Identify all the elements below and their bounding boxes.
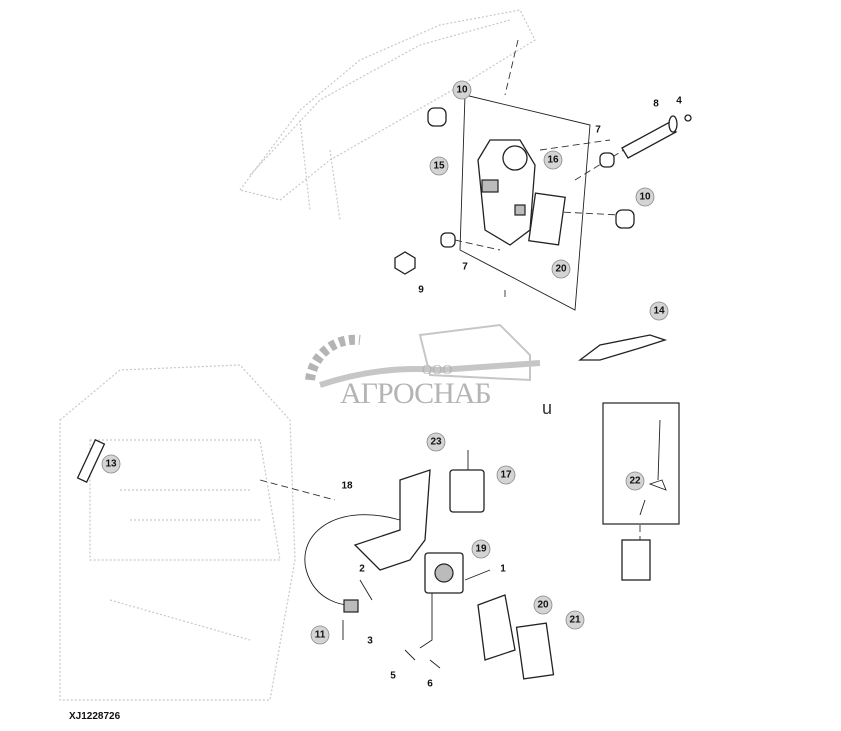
callout-bubble bbox=[310, 625, 330, 645]
callout-bubble bbox=[543, 150, 563, 170]
antenna-part bbox=[639, 419, 667, 516]
callout-bubble bbox=[533, 595, 553, 615]
callout-5: 5 bbox=[390, 671, 396, 682]
connector bbox=[343, 599, 359, 613]
callout-label: 3 bbox=[367, 636, 373, 647]
callout-label: 18 bbox=[341, 481, 353, 492]
callout-label: 10 bbox=[456, 85, 468, 96]
gear-combine-icon bbox=[305, 323, 541, 388]
callout-label: 15 bbox=[433, 161, 445, 172]
ghost-cab bbox=[59, 364, 296, 701]
callout-label: 7 bbox=[595, 125, 601, 136]
watermark-suffix: u bbox=[542, 398, 553, 418]
cover-20 bbox=[477, 594, 516, 661]
callout-11: 11 bbox=[310, 625, 330, 645]
callout-bubble bbox=[649, 301, 669, 321]
callout-label: 6 bbox=[427, 679, 433, 690]
callout-label: 5 bbox=[390, 671, 396, 682]
mounting-bracket bbox=[477, 139, 566, 246]
bushing-parts bbox=[394, 107, 635, 275]
callout-bubble bbox=[496, 465, 516, 485]
decal-part bbox=[76, 438, 106, 484]
watermark-prefix: ООО bbox=[422, 363, 453, 378]
cable-18 bbox=[304, 514, 401, 606]
callout-13: 13 bbox=[101, 454, 121, 474]
callout-bubble bbox=[426, 432, 446, 452]
callout-15: 15 bbox=[429, 156, 449, 176]
callout-label: 1 bbox=[500, 564, 506, 575]
callout-bubble bbox=[565, 610, 585, 630]
callout-label: 8 bbox=[653, 99, 659, 110]
callout-label: 7 bbox=[462, 262, 468, 273]
callout-9: 9 bbox=[418, 285, 424, 296]
callout-19: 19 bbox=[471, 539, 491, 559]
callout-10: 10 bbox=[635, 187, 655, 207]
ghost-boom bbox=[238, 9, 536, 221]
callout-14: 14 bbox=[649, 301, 669, 321]
callout-bubble bbox=[452, 80, 472, 100]
callout-label: 20 bbox=[537, 600, 549, 611]
callout-1: 1 bbox=[500, 564, 506, 575]
callout-10: 10 bbox=[452, 80, 472, 100]
plate-21 bbox=[515, 622, 555, 680]
handle-part bbox=[578, 334, 668, 361]
watermark-name: АГРОСНАБ bbox=[340, 377, 492, 410]
watermark-logo: ООО АГРОСНАБ bbox=[300, 305, 550, 415]
pin-part bbox=[621, 114, 692, 159]
callout-3: 3 bbox=[367, 636, 373, 647]
callout-8: 8 bbox=[653, 99, 659, 110]
callout-label: 16 bbox=[547, 155, 559, 166]
assembly-panel bbox=[459, 94, 591, 311]
document-id: XJ1228726 bbox=[69, 711, 121, 722]
callout-17: 17 bbox=[496, 465, 516, 485]
callout-label: 23 bbox=[430, 437, 442, 448]
callout-bubble bbox=[471, 539, 491, 559]
callout-4: 4 bbox=[676, 96, 682, 107]
antenna-inset-frame bbox=[602, 402, 680, 525]
callout-22: 22 bbox=[625, 471, 645, 491]
callout-label: 9 bbox=[418, 285, 424, 296]
callout-label: 14 bbox=[653, 306, 665, 317]
callout-label: 20 bbox=[555, 264, 567, 275]
callout-16: 16 bbox=[543, 150, 563, 170]
callout-label: 21 bbox=[569, 615, 581, 626]
callout-label: 17 bbox=[500, 470, 512, 481]
receiver-17 bbox=[449, 469, 485, 513]
callout-label: 10 bbox=[639, 192, 651, 203]
callout-label: 19 bbox=[475, 544, 487, 555]
callout-6: 6 bbox=[427, 679, 433, 690]
callout-bubble bbox=[625, 471, 645, 491]
callout-label: 11 bbox=[315, 630, 326, 641]
callout-20: 20 bbox=[551, 259, 571, 279]
callout-21: 21 bbox=[565, 610, 585, 630]
antenna-base bbox=[621, 539, 651, 581]
callout-18: 18 bbox=[341, 481, 353, 492]
callout-layer: 10 8 4 7 16 15 10 20 7 9 14 13 23 17 18 22 19 1 2 20 21 11 3 5 6 bbox=[101, 80, 682, 690]
callout-20: 20 bbox=[533, 595, 553, 615]
callout-7: 7 bbox=[462, 262, 468, 273]
callout-label: 4 bbox=[676, 96, 682, 107]
callout-label: 22 bbox=[629, 476, 641, 487]
bracket-23 bbox=[353, 469, 431, 571]
callout-7: 7 bbox=[595, 125, 601, 136]
callout-label: 13 bbox=[105, 459, 117, 470]
callout-label: 2 bbox=[359, 564, 365, 575]
callout-23: 23 bbox=[426, 432, 446, 452]
callout-bubble bbox=[635, 187, 655, 207]
callout-bubble bbox=[101, 454, 121, 474]
callout-bubble bbox=[429, 156, 449, 176]
callout-bubble bbox=[551, 259, 571, 279]
callout-2: 2 bbox=[359, 564, 365, 575]
